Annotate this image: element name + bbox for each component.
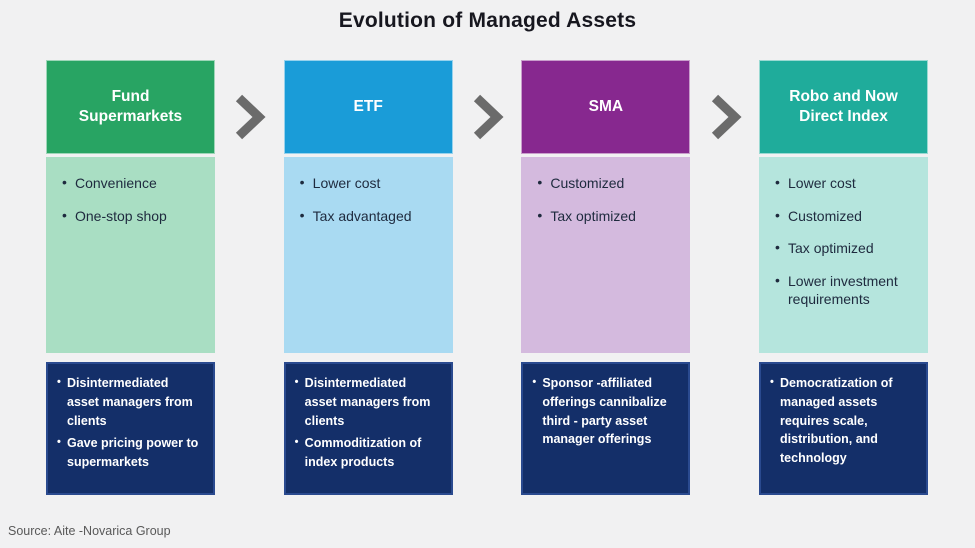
impact-item: Democratization of managed assets requir… <box>770 374 912 468</box>
arrow-cell <box>690 60 759 495</box>
benefit-item: Customized <box>774 206 902 226</box>
benefit-item: Lower investment requirements <box>774 271 902 309</box>
benefit-item: Lower cost <box>299 173 427 193</box>
stage-column-fund-supermarkets: Fund Supermarkets Convenience One-stop s… <box>46 60 215 495</box>
impact-panel: Disintermediated asset managers from cli… <box>283 362 453 495</box>
benefits-list: Lower cost Customized Tax optimized Lowe… <box>759 157 928 309</box>
impact-list: Sponsor -affiliated offerings cannibaliz… <box>523 364 688 449</box>
benefits-list: Lower cost Tax advantaged <box>284 157 453 225</box>
benefits-list: Convenience One-stop shop <box>46 157 215 225</box>
stage-header: SMA <box>521 60 691 154</box>
benefit-item: Tax advantaged <box>299 206 427 226</box>
impact-panel: Sponsor -affiliated offerings cannibaliz… <box>521 362 691 495</box>
benefits-list: Customized Tax optimized <box>521 157 690 225</box>
benefits-panel: Convenience One-stop shop <box>46 157 215 353</box>
impact-item: Commoditization of index products <box>295 434 437 472</box>
stage-column-robo-direct-index: Robo and Now Direct Index Lower cost Cus… <box>759 60 929 495</box>
impact-list: Disintermediated asset managers from cli… <box>48 364 213 472</box>
evolution-board: Fund Supermarkets Convenience One-stop s… <box>46 60 929 495</box>
benefit-item: Lower cost <box>774 173 902 193</box>
chevron-right-icon <box>236 94 266 140</box>
impact-item: Disintermediated asset managers from cli… <box>57 374 199 430</box>
stage-column-sma: SMA Customized Tax optimized Sponsor -af… <box>521 60 691 495</box>
stage-header: Robo and Now Direct Index <box>759 60 929 154</box>
benefit-item: One-stop shop <box>61 206 189 226</box>
stage-column-etf: ETF Lower cost Tax advantaged Disinterme… <box>283 60 453 495</box>
stage-header: ETF <box>283 60 453 154</box>
impact-list: Democratization of managed assets requir… <box>761 364 926 468</box>
benefit-item: Convenience <box>61 173 189 193</box>
impact-item: Gave pricing power to supermarkets <box>57 434 199 472</box>
impact-panel: Democratization of managed assets requir… <box>759 362 929 495</box>
arrow-cell <box>453 60 522 495</box>
benefits-panel: Lower cost Tax advantaged <box>283 157 453 353</box>
impact-item: Sponsor -affiliated offerings cannibaliz… <box>532 374 674 449</box>
impact-panel: Disintermediated asset managers from cli… <box>46 362 215 495</box>
benefit-item: Customized <box>536 173 664 193</box>
source-attribution: Source: Aite -Novarica Group <box>8 524 171 538</box>
chevron-right-icon <box>473 94 504 140</box>
benefits-panel: Lower cost Customized Tax optimized Lowe… <box>759 157 929 353</box>
impact-list: Disintermediated asset managers from cli… <box>286 364 451 472</box>
benefits-panel: Customized Tax optimized <box>521 157 691 353</box>
benefit-item: Tax optimized <box>774 238 902 258</box>
impact-item: Disintermediated asset managers from cli… <box>295 374 437 430</box>
chevron-right-icon <box>711 94 742 140</box>
stage-header: Fund Supermarkets <box>46 60 215 154</box>
arrow-cell <box>215 60 284 495</box>
benefit-item: Tax optimized <box>536 206 664 226</box>
diagram-title: Evolution of Managed Assets <box>338 9 637 32</box>
